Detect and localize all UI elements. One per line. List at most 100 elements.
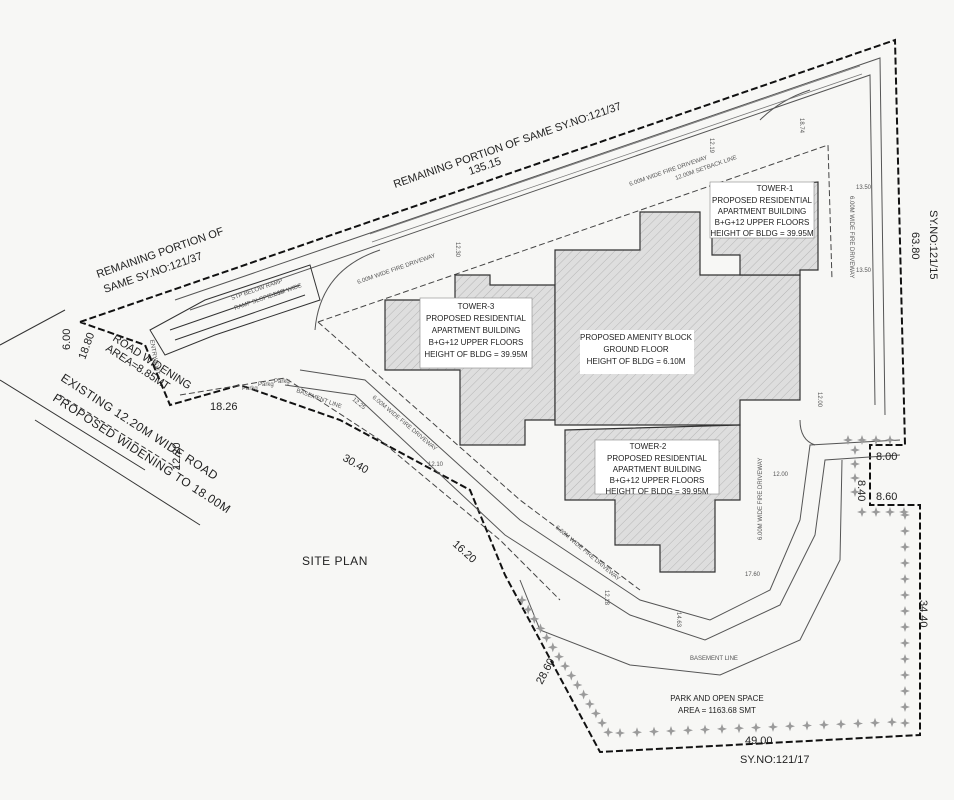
dim-setback-8: 13.50 [856,268,872,274]
tree-symbol-icon [554,651,564,662]
dim-setback-9: 18.74 [798,118,804,134]
tower-1-label: TOWER-1 PROPOSED RESIDENTIAL APARTMENT B… [710,184,814,238]
dim-east-step-1: 8.00 [876,451,897,463]
tree-symbol-icon [578,689,589,700]
parking-label-2: Parkg [258,382,274,388]
tree-symbol-icon [683,725,693,736]
tower-3-label: TOWER-3 PROPOSED RESIDENTIAL APARTMENT B… [424,302,528,359]
parking-label-3: Parkg [274,379,290,385]
dim-west-1: 18.26 [210,401,238,413]
dim-setback-10: 12.19 [708,138,714,154]
driveway-label-1: 6.00M WIDE FIRE DRIVEWAY [357,253,437,286]
road-dim-3: 12.20 [171,442,183,470]
dim-setback-12: 12.25 [351,397,367,412]
driveway-label-6: 6.00M WIDE FIRE DRIVEWAY [848,196,854,278]
tree-symbol-icon [590,708,601,719]
tower-2-name: TOWER-2 [630,442,667,451]
tower-1-line-2: APARTMENT BUILDING [718,207,806,216]
tower-1-line-4: HEIGHT OF BLDG = 39.95M [710,229,814,238]
tree-symbol-icon [547,642,558,653]
tree-symbol-icon [785,721,795,732]
tree-symbol-icon [870,717,880,728]
tower-2-line-4: HEIGHT OF BLDG = 39.95M [605,487,709,496]
tower-3-line-2: APARTMENT BUILDING [432,326,520,335]
dim-setback-3: 12.00 [773,472,789,478]
dim-east-lower: 34.40 [917,600,929,628]
tree-symbol-icon [768,721,778,732]
tree-symbol-icon [900,622,910,632]
road-dim-1: 6.00 [61,329,73,350]
park-label: PARK AND OPEN SPACE AREA = 1163.68 SMT [670,694,764,715]
dim-setback-4: 17.60 [745,572,761,578]
basement-label-2: BASEMENT LINE [690,656,738,662]
tree-symbol-icon [850,445,860,455]
east-survey-label: SY.NO:121/15 [927,210,939,280]
tree-symbol-icon [900,702,910,712]
tree-symbol-icon [887,717,897,728]
tree-symbol-icon [853,718,863,729]
tower-1-line-1: PROPOSED RESIDENTIAL [712,196,813,205]
dim-west-3: 16.20 [450,538,478,565]
tree-symbol-icon [850,459,860,469]
tower-3-line-1: PROPOSED RESIDENTIAL [426,314,527,323]
dim-west-2: 30.40 [341,452,371,476]
dim-setback-7: 13.50 [856,185,872,191]
dim-setback-2: 12.10 [428,462,444,468]
tree-symbol-icon [517,595,527,605]
tower-2-line-3: B+G+12 UPPER FLOORS [610,476,705,485]
tree-symbol-icon [900,670,910,680]
label-boxes [419,181,815,495]
tree-symbol-icon [836,719,846,730]
driveway-label-4: 6.00M WIDE FIRE DRIVEWAY [554,525,621,583]
tower-1-line-3: B+G+12 UPPER FLOORS [715,218,810,227]
dim-setback-6: 14.63 [675,612,681,628]
proposed-widening-label: PROPOSED WIDENING TO 18.00M [50,391,233,517]
tree-symbol-icon [885,507,895,517]
driveway-label-5: 6.00M WIDE FIRE DRIVEWAY [758,458,764,540]
tree-symbol-icon [603,727,614,738]
south-survey-label: SY.NO:121/17 [740,754,810,766]
tree-symbol-icon [734,723,744,734]
tree-symbol-icon [900,718,910,728]
tower-1-name: TOWER-1 [757,184,794,193]
tree-symbol-icon [751,722,761,733]
site-plan-title: SITE PLAN [302,554,368,568]
tree-symbol-icon [900,590,910,600]
tree-symbol-icon [632,727,642,738]
site-boundary [79,38,921,754]
tree-symbol-icon [819,719,829,730]
tree-symbol-icon [597,717,608,728]
dim-east-step-3: 8.60 [876,491,897,503]
dim-setback-1: 12.30 [454,242,460,258]
dim-east: 63.80 [909,232,921,260]
tree-symbol-icon [857,507,867,517]
setback-lines [179,144,833,601]
tree-symbol-icon [900,638,910,648]
amenity-line-2: GROUND FLOOR [603,345,669,354]
amenity-line-3: HEIGHT OF BLDG = 6.10M [587,357,686,366]
tower-3-name: TOWER-3 [458,302,495,311]
tree-symbol-icon [857,435,867,445]
tree-symbol-icon [900,606,910,616]
dim-south: 49.00 [745,735,773,747]
amenity-label: PROPOSED AMENITY BLOCK GROUND FLOOR HEIG… [580,333,693,366]
amenity-line-1: PROPOSED AMENITY BLOCK [580,333,693,342]
tree-symbol-icon [529,613,540,624]
tree-symbol-icon [802,720,812,731]
tree-symbol-icon [900,574,910,584]
parking-label-1: Parkg [242,386,258,392]
tree-symbol-icon [900,686,910,696]
tree-symbol-icon [885,435,895,445]
tree-symbol-icon [900,558,910,568]
driveway-label-3: 6.00M WIDE FIRE DRIVEWAY [371,395,438,453]
parking-strip-north [369,65,863,243]
tower-3-line-3: B+G+12 UPPER FLOORS [429,338,524,347]
tree-symbol-icon [900,526,910,536]
tower-2-line-1: PROPOSED RESIDENTIAL [607,454,708,463]
tree-symbol-icon [871,435,881,445]
tree-symbol-icon [900,542,910,552]
dim-east-step-2: 8.40 [855,480,867,501]
north-remaining-label: REMAINING PORTION OF SAME SY.NO:121/37 [392,100,623,190]
tree-symbol-icon [700,724,710,735]
